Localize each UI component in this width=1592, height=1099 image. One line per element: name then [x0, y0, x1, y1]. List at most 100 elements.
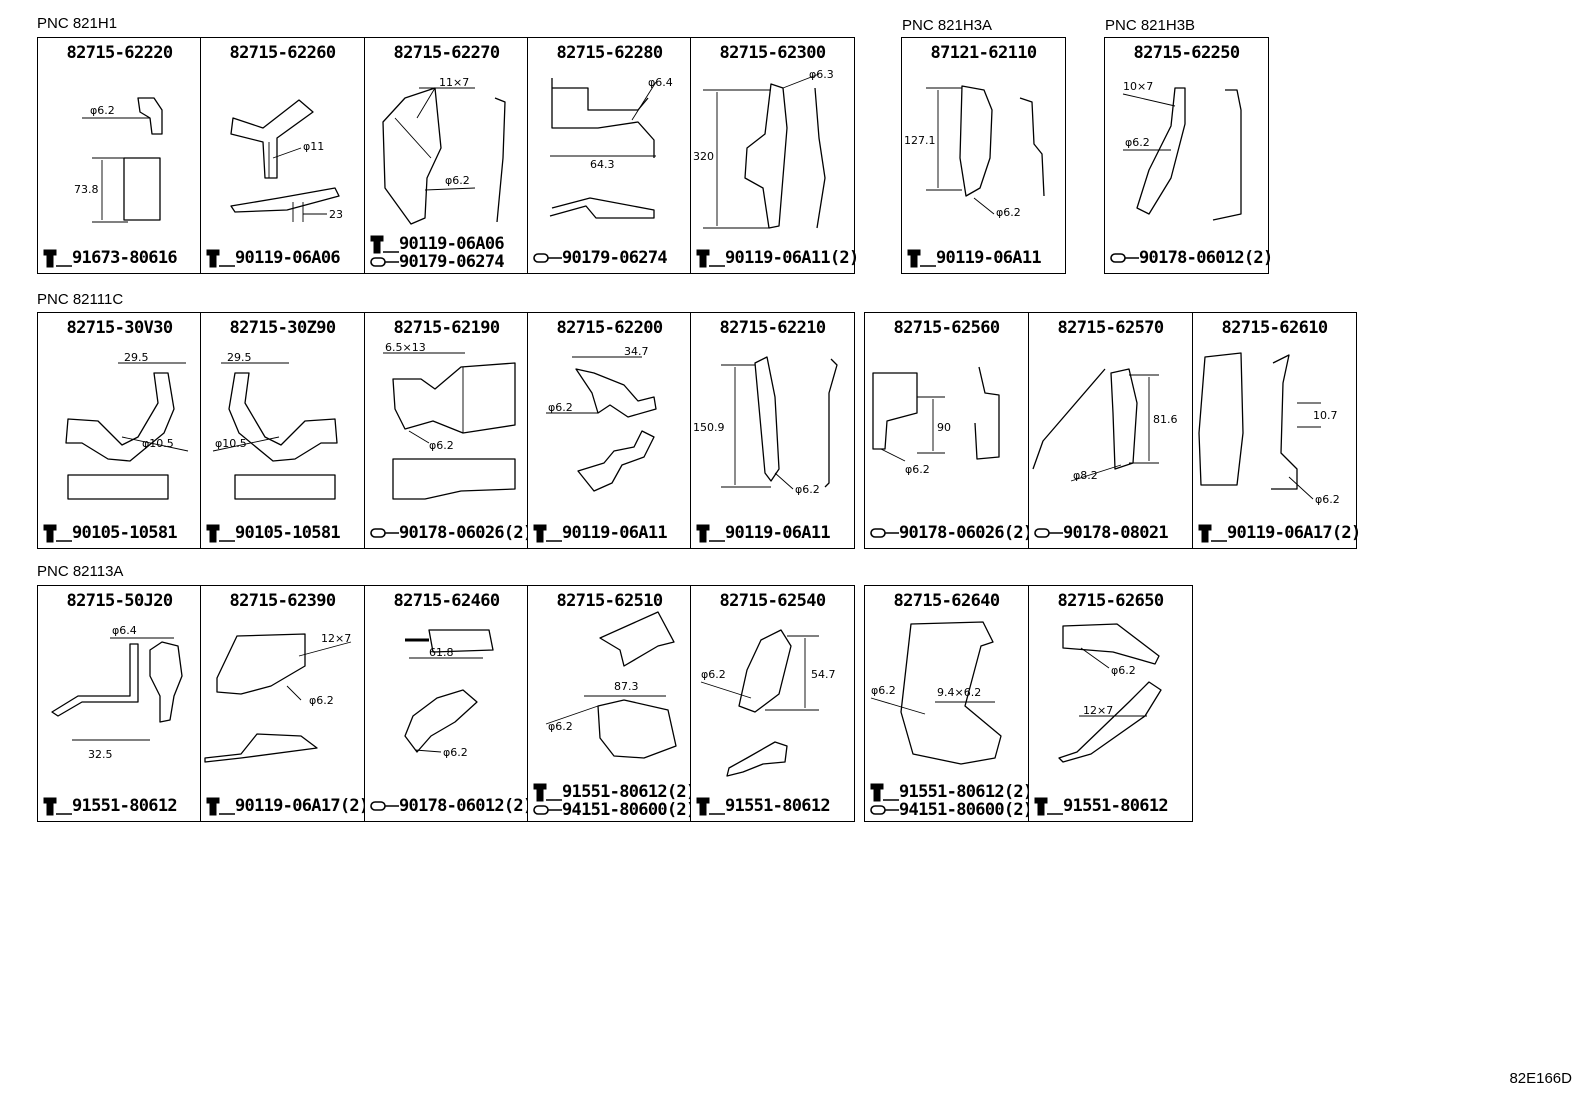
part-cell[interactable]: 82715-62570 81.6 φ8.2 90178-08021 — [1028, 312, 1193, 549]
part-cell[interactable]: 82715-30V30 29.5 φ10.5 90105-10581 — [37, 312, 202, 549]
clip-nut-icon — [1110, 253, 1139, 263]
hex-bolt-icon — [696, 249, 725, 268]
part-cell[interactable]: 82715-30Z90 29.5 φ10.5 90105-10581 — [200, 312, 365, 549]
dim-label: 320 — [693, 150, 714, 163]
part-cell[interactable]: 82715-62610 10.7 φ6.2 90119-06A17(2) — [1192, 312, 1361, 549]
part-cell[interactable]: 82715-62190 6.5×13 φ6.2 90178-06026(2) — [364, 312, 533, 549]
part-cell[interactable]: 82715-62650 φ6.2 12×7 91551-80612 — [1028, 585, 1193, 822]
part-number: 82715-62220 — [66, 43, 174, 63]
fastener-code: 90119-06A06 — [235, 248, 341, 268]
fastener-code: 90119-06A11 — [725, 523, 831, 543]
part-cell[interactable]: 82715-50J20 φ6.4 32.5 91551-80612 — [37, 585, 202, 822]
part-cell[interactable]: 82715-62210 150.9 φ6.2 90119-06A11 — [690, 312, 855, 549]
part-cell[interactable]: 82715-62260 φ11 23 90119-06A06 — [200, 37, 365, 274]
dim-label: 73.8 — [74, 183, 99, 196]
part-number: 82715-62250 — [1133, 43, 1241, 63]
part-cell[interactable]: 82715-62540 φ6.2 54.7 91551-80612 — [690, 585, 855, 822]
dim-label: φ10.5 — [142, 437, 174, 450]
dim-label: φ6.2 — [905, 463, 930, 476]
hex-bolt-icon — [206, 797, 235, 816]
dim-label: φ6.2 — [548, 720, 573, 733]
part-cell[interactable]: 82715-62220 φ6.2 73.8 91673-80616 — [37, 37, 202, 274]
dim-label: 29.5 — [227, 351, 252, 364]
dim-label: 32.5 — [88, 748, 113, 761]
part-number: 87121-62110 — [930, 43, 1038, 63]
part-drawing: 11×7 φ6.2 — [382, 76, 506, 225]
part-drawing: 10.7 φ6.2 — [1198, 352, 1340, 506]
part-cell[interactable]: 82715-62280 φ6.4 64.3 90179-06274 — [527, 37, 692, 274]
part-cell[interactable]: 82715-62300 320 φ6.3 90119-06A11(2) — [690, 37, 859, 274]
part-cell[interactable]: 82715-62270 11×7 φ6.2 90119-06A06 90179-… — [364, 37, 529, 274]
part-drawing: φ6.2 54.7 — [700, 629, 836, 777]
part-drawing: 61.8 φ6.2 — [404, 629, 494, 759]
dim-label: 12×7 — [321, 632, 351, 645]
hex-bolt-icon — [43, 797, 72, 816]
part-number: 82715-62570 — [1057, 318, 1165, 338]
fastener-code: 90105-10581 — [235, 523, 341, 543]
part-drawing: φ6.4 32.5 — [51, 624, 183, 761]
dim-label: φ6.2 — [429, 439, 454, 452]
dim-label: φ6.2 — [309, 694, 334, 707]
part-drawing: 87.3 φ6.2 — [545, 611, 677, 759]
fastener-code: 90119-06A17(2) — [235, 796, 369, 816]
fastener-code: 90178-08021 — [1063, 523, 1169, 543]
part-cell[interactable]: 82715-62200 34.7 φ6.2 90119-06A11 — [527, 312, 692, 549]
dim-label: 81.6 — [1153, 413, 1178, 426]
part-drawing: 29.5 φ10.5 — [212, 351, 338, 500]
fastener-code: 90179-06274 — [399, 252, 505, 272]
part-cell[interactable]: 82715-62460 61.8 φ6.2 90178-06012(2) — [364, 585, 533, 822]
fastener-code: 91673-80616 — [72, 248, 178, 268]
dim-label: φ6.2 — [871, 684, 896, 697]
part-cell[interactable]: 82715-62640 φ6.2 9.4×6.2 91551-80612(2) … — [864, 585, 1033, 822]
part-number: 82715-62190 — [393, 318, 501, 338]
part-number: 82715-62260 — [229, 43, 337, 63]
part-cell[interactable]: 82715-62250 10×7 φ6.2 90178-06012(2) — [1104, 37, 1273, 274]
part-number: 82715-62610 — [1221, 318, 1329, 338]
dim-label: φ6.4 — [112, 624, 137, 637]
dim-label: φ11 — [303, 140, 324, 153]
pnc-label: PNC 821H3A — [902, 17, 993, 34]
fastener-code: 94151-80600(2) — [899, 800, 1033, 820]
part-drawing: 150.9 φ6.2 — [693, 356, 838, 496]
hex-bolt-icon — [43, 524, 72, 543]
part-cell[interactable]: 82715-62560 90 φ6.2 90178-06026(2) — [864, 312, 1033, 549]
hex-bolt-icon — [870, 783, 899, 802]
part-cell[interactable]: 82715-62390 12×7 φ6.2 90119-06A17(2) — [200, 585, 369, 822]
part-number: 82715-30V30 — [66, 318, 174, 338]
hex-bolt-icon — [206, 249, 235, 268]
dim-label: φ6.2 — [701, 668, 726, 681]
fastener-code: 91551-80612(2) — [899, 782, 1033, 802]
part-cell[interactable]: 87121-62110 127.1 φ6.2 90119-06A11 — [901, 37, 1066, 274]
fastener-code: 94151-80600(2) — [562, 800, 696, 820]
part-number: 82715-62270 — [393, 43, 501, 63]
dim-label: φ6.2 — [795, 483, 820, 496]
fastener-code: 90119-06A11 — [562, 523, 668, 543]
part-number: 82715-62460 — [393, 591, 501, 611]
clip-nut-icon — [1034, 528, 1063, 538]
part-drawing: 10×7 φ6.2 — [1122, 80, 1242, 221]
dim-label: φ6.2 — [445, 174, 470, 187]
part-cell[interactable]: 82715-62510 87.3 φ6.2 91551-80612(2) 941… — [527, 585, 696, 822]
hex-bolt-icon — [533, 783, 562, 802]
pnc-label: PNC 821H3B — [1105, 17, 1196, 34]
fastener-code: 91551-80612 — [725, 796, 831, 816]
part-number: 82715-62540 — [719, 591, 827, 611]
dim-label: φ6.3 — [809, 68, 834, 81]
fastener-code: 90119-06A17(2) — [1227, 523, 1361, 543]
dim-label: 23 — [329, 208, 343, 221]
dim-label: 10.7 — [1313, 409, 1338, 422]
clip-nut-icon — [370, 801, 399, 811]
dim-label: φ6.4 — [648, 76, 673, 89]
clip-nut-icon — [870, 805, 899, 815]
part-drawing: φ6.4 64.3 — [549, 76, 673, 219]
hex-bolt-icon — [696, 524, 725, 543]
clip-nut-icon — [533, 253, 562, 263]
part-drawing: 81.6 φ8.2 — [1032, 368, 1178, 482]
hex-bolt-icon — [533, 524, 562, 543]
dim-label: φ6.2 — [90, 104, 115, 117]
part-drawing: φ11 23 — [230, 99, 343, 222]
fastener-code: 90119-06A06 — [399, 234, 505, 254]
pnc-label: PNC 82111C — [37, 291, 124, 308]
dim-label: 61.8 — [429, 646, 454, 659]
